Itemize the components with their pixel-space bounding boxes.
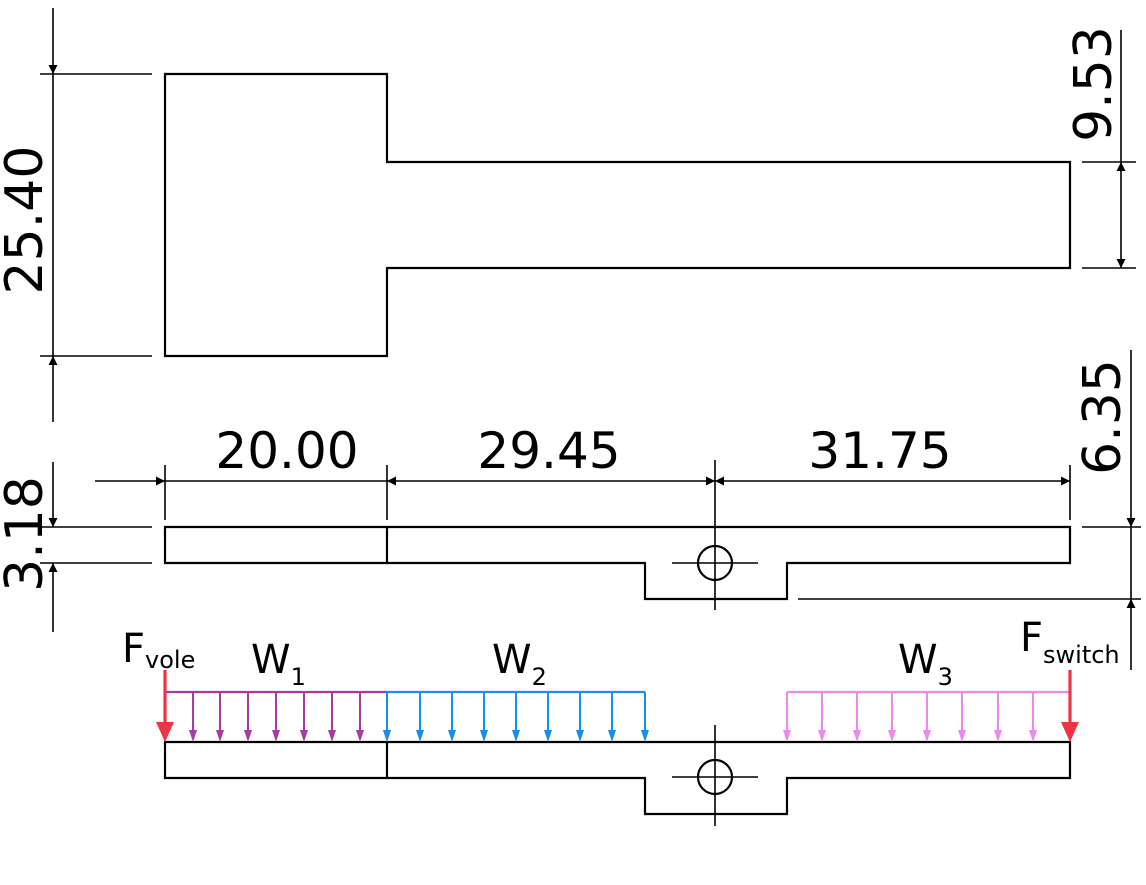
load-arrow-head-icon [958, 730, 966, 742]
load-arrow-head-icon [888, 730, 896, 742]
f-vole-arrow [156, 670, 174, 742]
w2-distributed-load [383, 690, 649, 742]
dim-segment-3: 31.75 [808, 422, 951, 480]
f-switch-label: Fswitch [1020, 615, 1120, 669]
load-arrow-head-icon [300, 730, 308, 742]
load-arrow-head-icon [328, 730, 336, 742]
load-arrow-head-icon [994, 730, 1002, 742]
load-arrow-head-icon [383, 730, 391, 742]
load-arrow-head-icon [641, 730, 649, 742]
load-arrow-head-icon [512, 730, 520, 742]
dim-pivot-offset: 6.35 [1073, 359, 1133, 475]
load-arrow-head-icon [356, 730, 364, 742]
load-arrow-head-icon [216, 730, 224, 742]
load-view: Fvole W1 W2 W3 Fswitch [122, 615, 1120, 826]
top-view: 25.40 9.53 [0, 8, 1136, 422]
f-vole-label: Fvole [122, 626, 195, 674]
load-arrow-head-icon [544, 730, 552, 742]
load-arrow-head-icon [608, 730, 616, 742]
load-arrow-head-icon [923, 730, 931, 742]
w3-distributed-load [783, 690, 1070, 742]
load-arrow-head-icon [818, 730, 826, 742]
f-switch-arrow [1061, 670, 1079, 742]
load-arrow-head-icon [480, 730, 488, 742]
load-arrow-head-icon [448, 730, 456, 742]
load-arrow-head-icon [244, 730, 252, 742]
w1-distributed-load [165, 690, 391, 742]
load-arrow-head-icon [189, 730, 197, 742]
w1-label: W1 [251, 637, 306, 691]
side-view: 20.00 29.45 31.75 3.18 6.35 [0, 350, 1141, 670]
load-arrow-head-icon [853, 730, 861, 742]
dim-stem-width: 9.53 [1064, 26, 1124, 142]
load-arrow-head-icon [416, 730, 424, 742]
w2-label: W2 [492, 637, 547, 691]
point-loads [156, 670, 1079, 742]
distributed-loads [165, 690, 1070, 742]
load-arrow-head-icon [783, 730, 791, 742]
dim-thickness: 3.18 [0, 476, 55, 592]
lever-outline-loaded [163, 740, 1072, 816]
dim-segment-2: 29.45 [477, 422, 620, 480]
load-arrow-head-icon [576, 730, 584, 742]
force-arrow-head-icon [1061, 722, 1079, 742]
load-arrow-head-icon [1029, 730, 1037, 742]
lever-outline-top [163, 72, 1072, 358]
lever-outline-side [163, 525, 1072, 601]
dim-head-height: 25.40 [0, 146, 55, 295]
load-arrow-head-icon [272, 730, 280, 742]
force-arrow-head-icon [156, 722, 174, 742]
dim-segment-1: 20.00 [215, 422, 358, 480]
w3-label: W3 [898, 637, 953, 691]
